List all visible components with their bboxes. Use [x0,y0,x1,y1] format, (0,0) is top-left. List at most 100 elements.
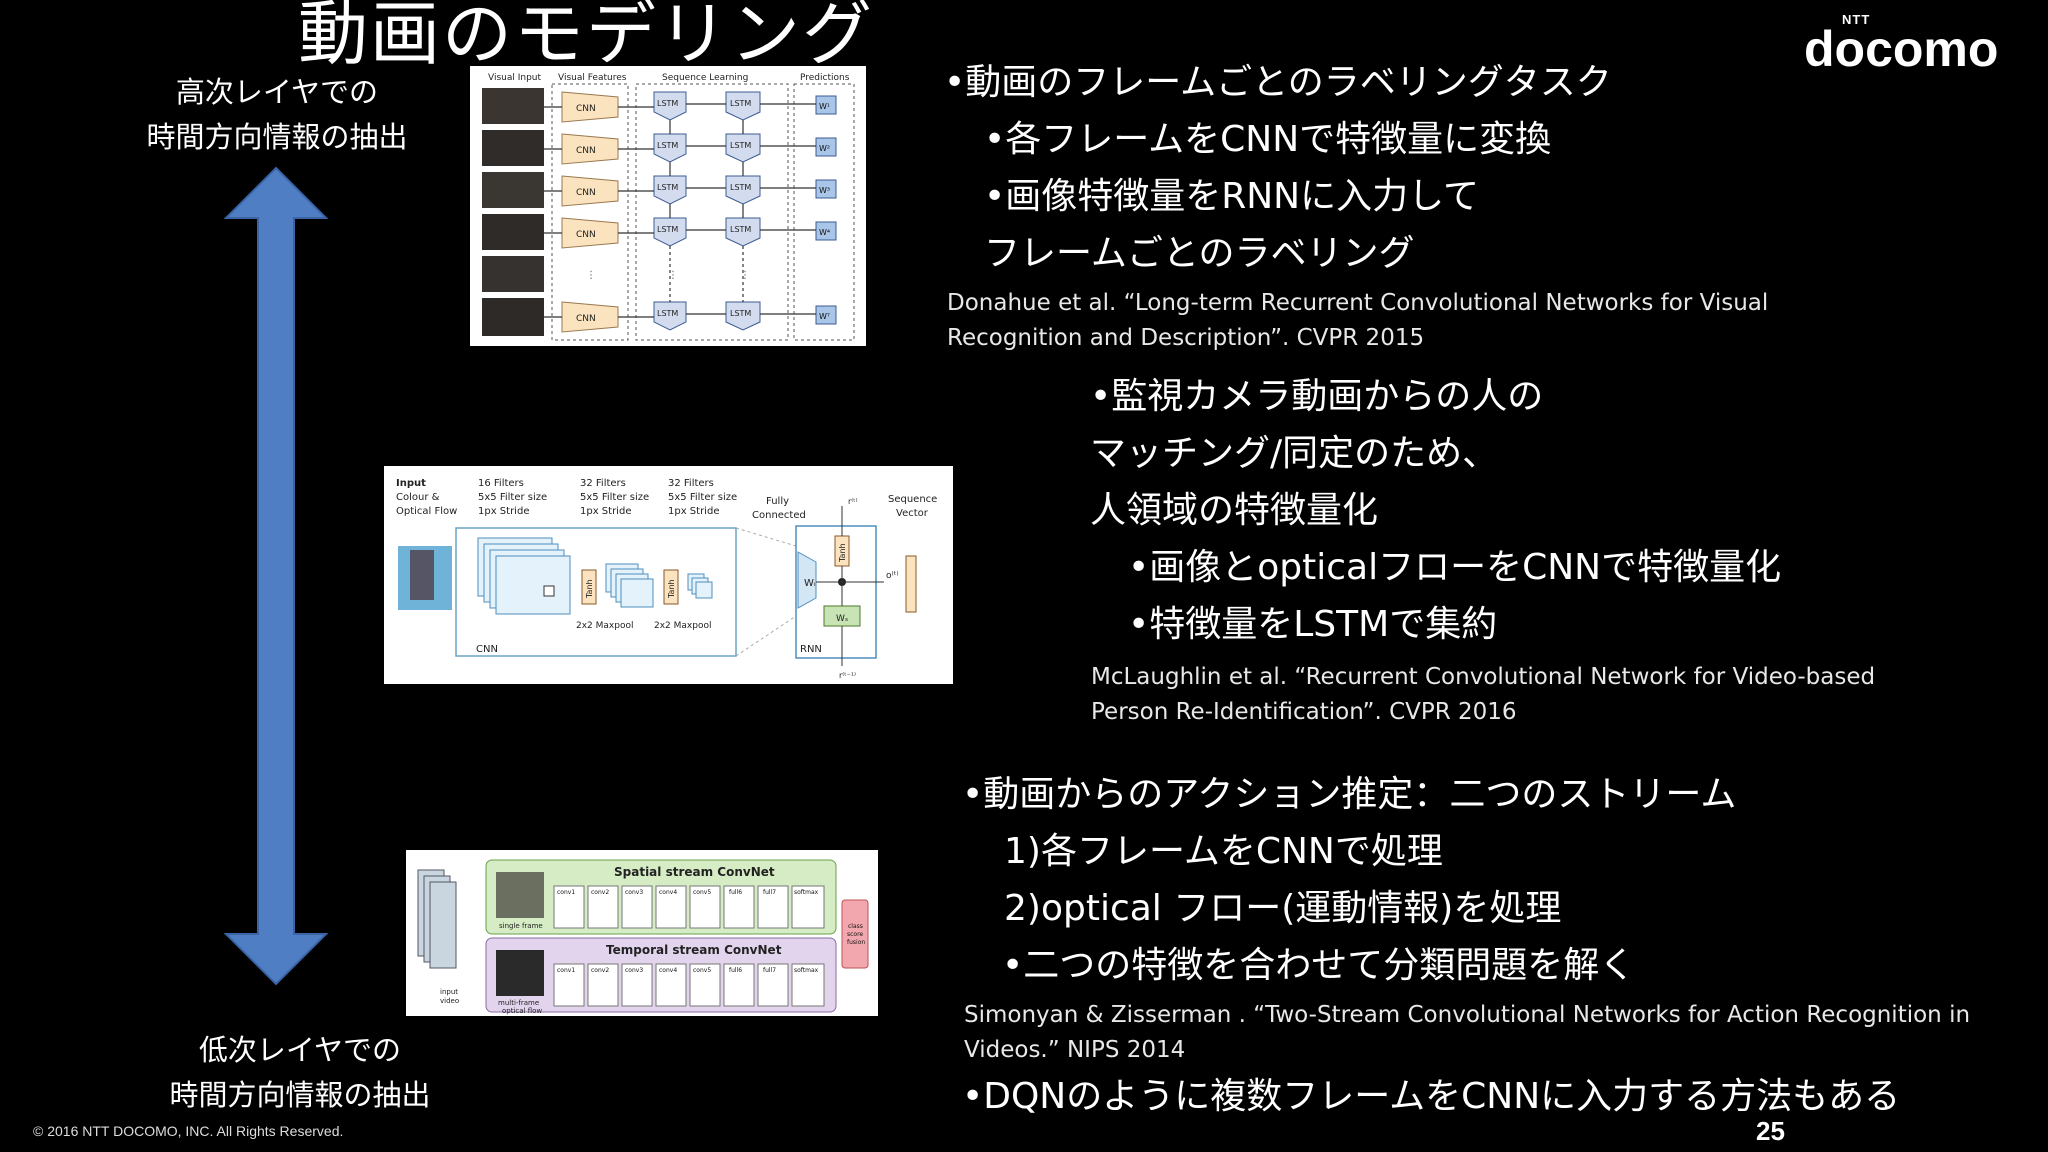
section1-citation: Donahue et al. “Long-term Recurrent Conv… [947,286,1768,356]
layer-label: conv1 [557,967,575,974]
single-frame-label: single frame [499,922,543,930]
axis-top-label-line1: 高次レイヤでの [175,75,379,109]
section2-bullet-sub2: •特徴量をLSTMで集約 [1128,604,1498,645]
layer-label: full6 [729,889,742,896]
section2-bullet-main-cont1: マッチング/同定のため、 [1090,433,1499,474]
logo-ntt: NTT [1842,12,1871,27]
layer-label: conv3 [625,967,643,974]
layer-label: conv2 [591,889,609,896]
tanh-label: Tanh [838,543,847,563]
lstm-label: LSTM [730,183,751,192]
tanh-label: Tanh [667,579,676,599]
col-header-visual-features: Visual Features [558,73,627,83]
section3-bullet-combine: •二つの特徴を合わせて分類問題を解く [1002,945,1636,986]
section3-step1: 1)各フレームをCNNで処理 [1004,831,1443,872]
lrcn-row: CNN LSTM LSTM W³ [482,172,837,208]
svg-text:⋮: ⋮ [668,270,678,281]
svg-text:⋮: ⋮ [586,270,596,281]
recurrent-reid-figure: Input Colour & Optical Flow 16 Filters 5… [384,466,953,684]
col-header-sequence-learning: Sequence Learning [662,73,748,83]
input-video-label: input [440,988,458,996]
lstm-label: LSTM [657,99,678,108]
o-t-label: o⁽ᵗ⁾ [886,571,899,581]
axis-bottom-label-line1: 低次レイヤでの [198,1033,402,1067]
section3-citation-line1: Simonyan & Zisserman . “Two-Stream Convo… [964,1002,1971,1028]
prediction-label: W² [819,144,830,153]
lstm-label: LSTM [657,141,678,150]
filter-size-2: 5x5 Filter size [580,492,649,503]
cnn-label: CNN [576,230,596,240]
section2-citation-line2: Person Re-Identification”. CVPR 2016 [1091,699,1517,725]
filters-32a: 32 Filters [580,478,626,489]
cnn-label: CNN [576,188,596,198]
layer-label: softmax [794,889,819,896]
prediction-label: W³ [819,186,830,195]
lstm-label: LSTM [657,225,678,234]
axis-top-label: 高次レイヤでの 時間方向情報の抽出 [138,70,416,160]
col-header-predictions: Predictions [800,73,850,83]
r-t-label: r⁽ᵗ⁾ [848,497,858,506]
section2-bullet-sub1: •画像とopticalフローをCNNで特徴量化 [1128,547,1782,588]
cnn-label: CNN [576,104,596,114]
section3-citation: Simonyan & Zisserman . “Two-Stream Convo… [964,998,1970,1068]
layer-label: conv4 [659,967,677,974]
layer-label: conv4 [659,889,677,896]
filter-size-3: 5x5 Filter size [668,492,737,503]
layer-label: conv3 [625,889,643,896]
r-t-minus-1-label: r⁽ᵗ⁻¹⁾ [839,671,856,680]
lstm-label: LSTM [657,183,678,192]
layer-label: full7 [763,967,776,974]
page-number: 25 [1756,1116,1785,1146]
prediction-label: Wᵀ [819,312,831,321]
section3-citation-line2: Videos.” NIPS 2014 [964,1037,1186,1063]
section1-bullet-sub2: •画像特徴量をRNNに入力して [984,176,1480,217]
section1-bullet-sub1: •各フレームをCNNで特徴量に変換 [984,119,1552,160]
section2-citation-line1: McLaughlin et al. “Recurrent Convolution… [1091,664,1876,690]
lstm-label: LSTM [730,225,751,234]
section3-bullet-main: •動画からのアクション推定：二つのストリーム [962,774,1737,815]
lstm-label: LSTM [730,99,751,108]
lstm-label: LSTM [730,141,751,150]
tanh-label: Tanh [585,579,594,599]
input-video-label-2: video [440,997,459,1005]
layer-label: conv5 [693,967,711,974]
fusion-label-fusion: fusion [847,939,865,946]
layer-label: full7 [763,889,776,896]
filters-16: 16 Filters [478,478,524,489]
two-stream-figure: input video Spatial stream ConvNet singl… [406,850,878,1016]
cnn-label: CNN [576,314,596,324]
layer-label: full6 [729,967,742,974]
vertical-double-arrow [223,166,329,986]
docomo-logo: NTT docomo [1804,12,2004,77]
lrcn-row: CNN LSTM LSTM W⁴ [482,214,837,250]
fusion-label-score: score [847,931,863,938]
stride-3: 1px Stride [668,506,719,517]
sequence-label: Sequence [888,494,937,505]
layer-label: conv1 [557,889,575,896]
section1-citation-line2: Recognition and Description”. CVPR 2015 [947,325,1425,351]
spatial-stream-title: Spatial stream ConvNet [614,865,775,879]
copyright-footer: © 2016 NTT DOCOMO, INC. All Rights Reser… [33,1123,344,1139]
layer-label: conv2 [591,967,609,974]
maxpool-label: 2x2 Maxpool [654,621,711,631]
lrcn-row: CNN LSTM LSTM W² [482,130,837,166]
section2-bullets: •監視カメラ動画からの人の マッチング/同定のため、 人領域の特徴量化 •画像と… [1090,368,1781,653]
input-label-colour: Colour & [396,492,440,503]
lstm-label: LSTM [657,309,678,318]
layer-label: softmax [794,967,819,974]
optical-flow-label: optical flow [502,1007,542,1015]
dqn-bullet: •DQNのように複数フレームをCNNに入力する方法もある [962,1076,1901,1117]
wi-label: Wᵢ [804,578,816,589]
class-score-fusion-box [841,899,869,969]
filters-32b: 32 Filters [668,478,714,489]
ws-label: Wₛ [836,614,848,624]
multi-frame-label: multi-frame [498,999,539,1007]
axis-bottom-label: 低次レイヤでの 時間方向情報の抽出 [160,1028,440,1118]
connected-label: Connected [752,510,806,521]
section1-citation-line1: Donahue et al. “Long-term Recurrent Conv… [947,290,1769,316]
rnn-caption: RNN [800,644,822,655]
section2-bullet-main-cont2: 人領域の特徴量化 [1090,490,1379,531]
stride-2: 1px Stride [580,506,631,517]
section1-bullet-main: •動画のフレームごとのラベリングタスク [944,62,1612,103]
section1-bullet-sub2-cont: フレームごとのラベリング [984,233,1415,274]
